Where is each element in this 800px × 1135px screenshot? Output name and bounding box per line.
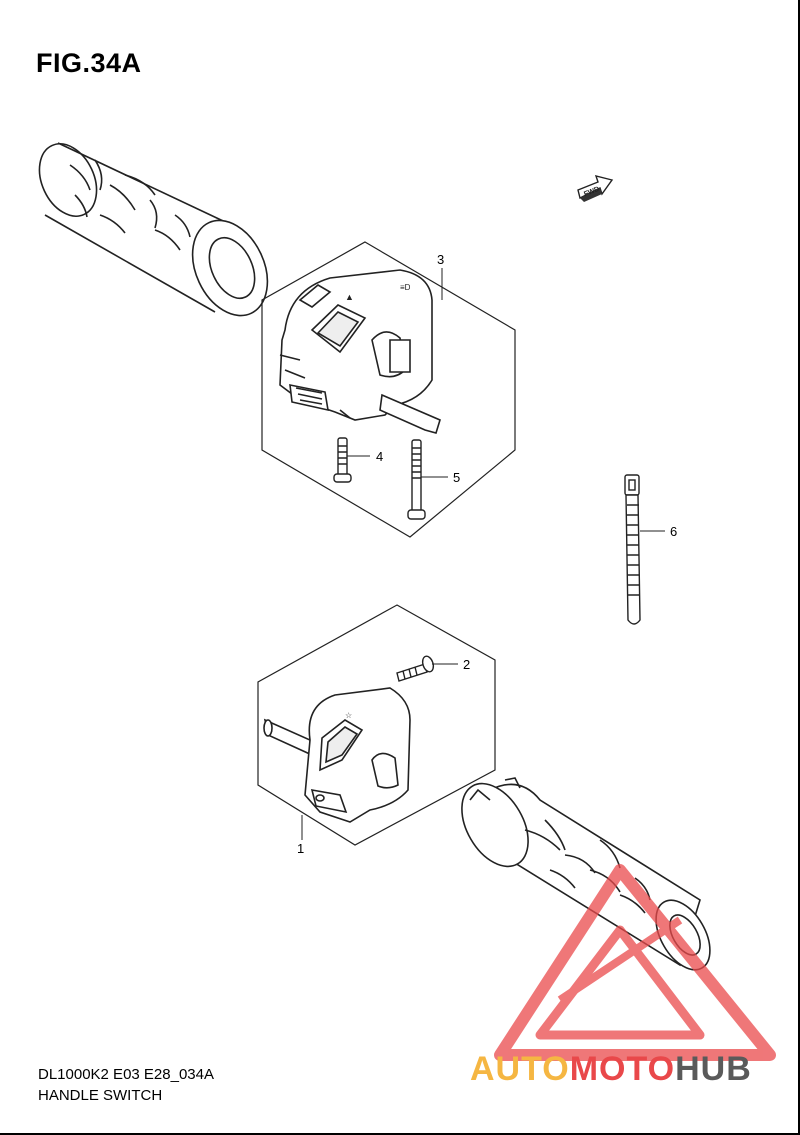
callout-number-2: 2 xyxy=(463,657,470,672)
svg-text:≡D: ≡D xyxy=(400,283,411,292)
left-handle-switch-housing: ☆ xyxy=(263,687,411,823)
brand-part-moto: MOTO xyxy=(569,1050,676,1088)
left-handlebar-grip xyxy=(38,142,269,317)
brand-part-hub: HUB xyxy=(675,1050,752,1088)
callout-4: 4 xyxy=(347,449,383,464)
forward-direction-arrow-icon: FWD xyxy=(577,175,614,202)
figure-title: FIG.34A xyxy=(36,48,142,78)
svg-text:☆: ☆ xyxy=(345,711,352,720)
switch-assembly-group-box xyxy=(261,241,516,538)
watermark-logo-triangle xyxy=(494,864,776,1061)
callout-6: 6 xyxy=(640,524,677,539)
screw-5 xyxy=(407,439,426,520)
brand-part-auto: AUTO xyxy=(470,1050,570,1088)
right-handlebar-grip xyxy=(461,777,711,971)
left-switch-group-box xyxy=(257,604,496,846)
callout-5: 5 xyxy=(421,470,460,485)
callout-number-4: 4 xyxy=(376,449,383,464)
screw-2 xyxy=(396,655,435,682)
screw-4 xyxy=(333,437,352,483)
callout-number-3: 3 xyxy=(437,252,444,267)
cable-tie xyxy=(624,474,641,625)
callout-number-1: 1 xyxy=(297,841,304,856)
callout-3: 3 xyxy=(437,252,444,300)
svg-text:▲: ▲ xyxy=(345,292,354,302)
callout-2: 2 xyxy=(432,657,470,672)
watermark-brand-text: AUTOMOTOHUB xyxy=(470,1050,752,1089)
callout-number-6: 6 xyxy=(670,524,677,539)
footer-model-code: DL1000K2 E03 E28_034A xyxy=(38,1066,214,1083)
callout-1: 1 xyxy=(297,815,304,856)
footer-section-name: HANDLE SWITCH xyxy=(38,1087,163,1104)
callout-number-5: 5 xyxy=(453,470,460,485)
right-handle-switch-housing: ▲ ≡D xyxy=(279,269,441,434)
